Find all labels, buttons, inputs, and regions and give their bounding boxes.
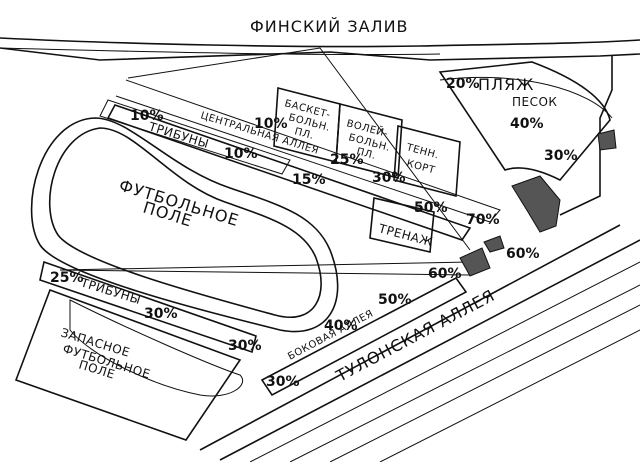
diagonal-guide-3	[59, 269, 471, 276]
label-basketball-3: ПЛ.	[293, 126, 315, 142]
label-sand: ПЕСОК	[512, 95, 557, 109]
pct-stands-top-left: 10%	[130, 108, 164, 124]
tennis-court	[393, 124, 461, 198]
entrance-node	[459, 247, 491, 277]
spare-field-oval	[69, 299, 243, 397]
label-trainer: ТРЕНАЖ	[376, 221, 434, 249]
diagonal-guide-1	[127, 47, 471, 251]
pct-entrance-left: 60%	[428, 266, 462, 282]
pct-side-alley-2: 40%	[324, 318, 358, 334]
tulon-alley-4	[289, 284, 640, 462]
tulon-alley-3	[249, 261, 640, 462]
pct-beach-sand: 40%	[510, 116, 544, 132]
volleyball-court	[335, 102, 403, 180]
entrance-node-2	[483, 235, 505, 253]
side-alley-band	[260, 276, 468, 397]
pct-beach-right: 30%	[544, 148, 578, 164]
pct-central-7: 70%	[466, 212, 500, 228]
pct-stands-bottom-right: 30%	[228, 338, 262, 354]
pct-central-2: 10%	[224, 146, 258, 162]
football-field-inner	[48, 127, 322, 318]
trainer-block	[369, 197, 435, 253]
pct-central-1: 10%	[254, 116, 288, 132]
park-edge-right	[559, 56, 613, 216]
pct-side-alley-1: 50%	[378, 292, 412, 308]
beach-building	[597, 129, 617, 151]
diagonal-guide-2	[59, 261, 471, 271]
pct-central-5: 30%	[372, 170, 406, 186]
pct-central-6: 50%	[414, 200, 448, 216]
label-stands-bottom: ТРИБУНЫ	[78, 275, 143, 307]
park-boundary	[0, 47, 640, 61]
stands-top-band	[99, 99, 291, 175]
beach-area	[438, 61, 611, 181]
pct-entrance-right: 60%	[506, 246, 540, 262]
stands-bottom-band	[39, 260, 257, 354]
label-beach: ПЛЯЖ	[478, 75, 534, 94]
label-volleyball-3: ПЛ.	[355, 146, 377, 162]
pct-beach-left: 20%	[446, 76, 480, 92]
shoreline-inner	[0, 47, 441, 56]
label-gulf: ФИНСКИЙ ЗАЛИВ	[250, 17, 409, 36]
football-field-outer	[30, 117, 339, 333]
tulon-alley-1	[199, 224, 621, 451]
spare-field	[14, 288, 242, 441]
tulon-alley-5	[329, 304, 640, 462]
pct-side-alley-3: 30%	[266, 374, 300, 390]
tulon-alley-6	[379, 329, 640, 462]
pct-central-4: 25%	[330, 152, 364, 168]
central-alley-band-2	[115, 79, 501, 223]
label-tulon-alley: ТУЛОНСКАЯ АЛЛЕЯ	[332, 286, 498, 386]
beach-curve	[439, 76, 613, 119]
label-tennis-2: КОРТ	[405, 158, 436, 176]
pct-central-3: 15%	[292, 172, 326, 188]
pct-stands-bottom-left: 25%	[50, 270, 84, 286]
shoreline	[0, 37, 640, 48]
tulon-alley-2	[219, 239, 640, 461]
pct-stands-bottom-mid: 30%	[144, 306, 178, 322]
entrance-building	[511, 175, 561, 233]
